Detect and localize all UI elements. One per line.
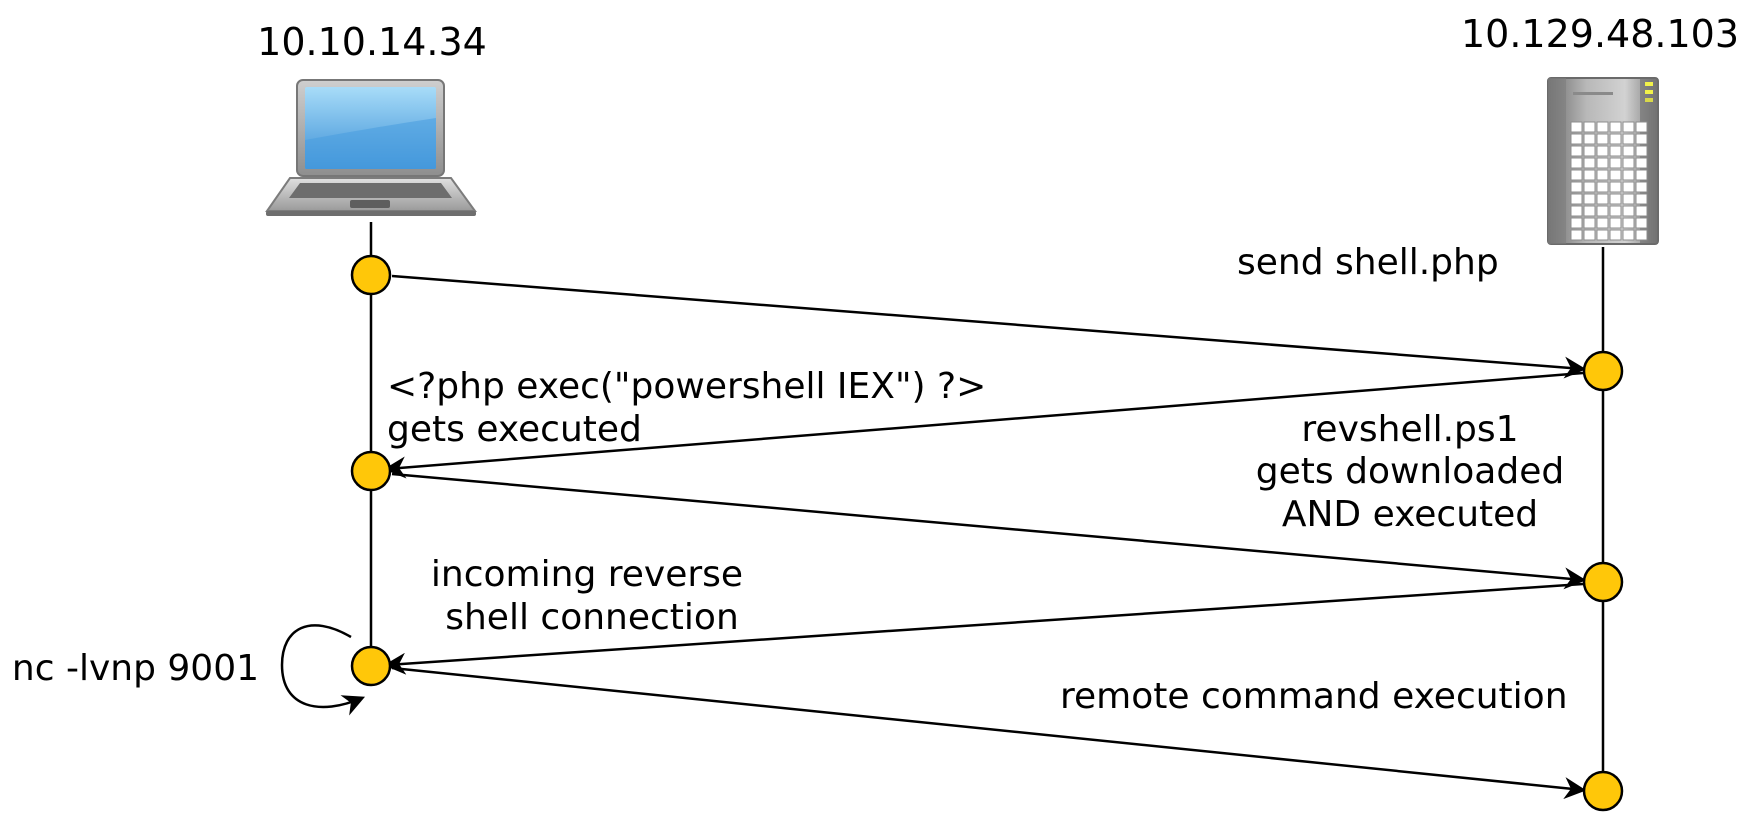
laptop-icon: [265, 79, 477, 216]
arrow-send-shell: [391, 274, 1587, 379]
node-target-2: [1582, 561, 1624, 603]
label-incoming-line1: incoming reverse: [431, 554, 743, 595]
listener-loop-arrow: [280, 624, 366, 716]
node-target-3: [1582, 770, 1624, 812]
arrow-remote-exec: [391, 666, 1587, 800]
arrow-incoming: [383, 582, 1584, 675]
arrow-php-exec: [383, 371, 1584, 479]
attacker-ip-label: 10.10.14.34: [257, 20, 487, 64]
label-php-exec-line2: gets executed: [387, 409, 642, 450]
label-remote-exec: remote command execution: [1060, 676, 1568, 717]
target-ip-label: 10.129.48.103: [1461, 12, 1739, 56]
label-php-exec-line1: <?php exec("powershell IEX") ?>: [387, 366, 986, 407]
label-send-shell: send shell.php: [1237, 242, 1499, 283]
label-revshell-line2: gets downloaded: [1256, 451, 1564, 492]
label-incoming-line2: shell connection: [445, 597, 739, 638]
label-revshell-line1: revshell.ps1: [1301, 409, 1518, 450]
label-listener: nc -lvnp 9001: [12, 648, 259, 689]
node-target-1: [1582, 350, 1624, 392]
arrow-revshell: [391, 472, 1587, 590]
label-revshell-line3: AND executed: [1282, 494, 1538, 535]
node-attacker-2: [350, 450, 392, 492]
node-attacker-1: [350, 254, 392, 296]
server-icon: [1547, 77, 1659, 245]
node-attacker-3: [350, 645, 392, 687]
